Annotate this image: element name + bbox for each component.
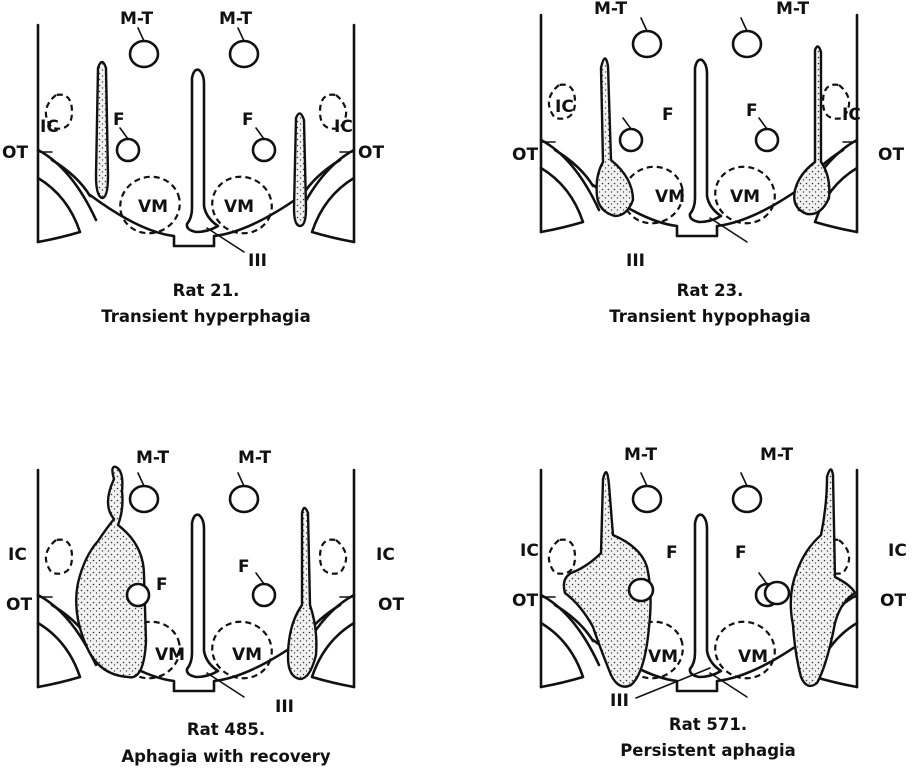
label-ic-right: IC bbox=[376, 545, 395, 565]
label-mt-right: M-T bbox=[760, 445, 793, 465]
lesion-right bbox=[294, 113, 306, 226]
label-mt-left: M-T bbox=[120, 9, 153, 29]
panel-rat-485 bbox=[38, 467, 354, 697]
caption-rat: Rat 23. bbox=[677, 281, 744, 300]
label-mt-left: M-T bbox=[624, 445, 657, 465]
label-iii: III bbox=[275, 697, 294, 717]
label-f-right: F bbox=[746, 101, 758, 121]
label-iii: III bbox=[626, 251, 645, 271]
panel-rat-571 bbox=[541, 469, 857, 697]
label-mt-right: M-T bbox=[776, 0, 809, 19]
label-ic-right: IC bbox=[888, 541, 907, 561]
label-ic-right: IC bbox=[842, 105, 861, 125]
label-f-left: F bbox=[662, 105, 674, 125]
labels-panel-4: M-T M-T F F IC IC OT OT VM VM III Rat 57… bbox=[512, 445, 907, 760]
label-ot-right: OT bbox=[880, 591, 906, 611]
label-vm-left: VM bbox=[655, 187, 685, 207]
label-iii: III bbox=[610, 691, 629, 711]
label-f-right: F bbox=[735, 543, 747, 563]
caption-effect: Transient hyperphagia bbox=[101, 307, 310, 326]
label-mt-left: M-T bbox=[594, 0, 627, 19]
caption-effect: Persistent aphagia bbox=[620, 741, 796, 760]
fornix-overlay-right bbox=[765, 582, 789, 604]
fornix-overlay-left bbox=[629, 579, 653, 601]
panel-rat-21 bbox=[38, 25, 354, 252]
caption-effect: Aphagia with recovery bbox=[121, 747, 331, 766]
label-ot-left: OT bbox=[512, 145, 538, 165]
label-mt-left: M-T bbox=[136, 448, 169, 468]
label-f-left: F bbox=[113, 110, 125, 130]
label-vm-left: VM bbox=[648, 647, 678, 667]
caption-rat: Rat 571. bbox=[669, 715, 747, 734]
label-vm-right: VM bbox=[224, 197, 254, 217]
label-ot-right: OT bbox=[358, 143, 384, 163]
label-ot-right: OT bbox=[878, 145, 904, 165]
label-ic-left: IC bbox=[520, 541, 539, 561]
label-f-left: F bbox=[666, 543, 678, 563]
lesion-right bbox=[791, 469, 855, 685]
label-ic-right: IC bbox=[334, 117, 353, 137]
lesion-right bbox=[288, 508, 316, 679]
label-vm-right: VM bbox=[730, 187, 760, 207]
label-ot-left: OT bbox=[2, 143, 28, 163]
lesion-left bbox=[76, 467, 146, 678]
label-ic-left: IC bbox=[555, 97, 574, 117]
label-ot-left: OT bbox=[512, 591, 538, 611]
label-mt-right: M-T bbox=[238, 448, 271, 468]
label-f-right: F bbox=[242, 110, 254, 130]
label-f-left: F bbox=[156, 575, 168, 595]
fornix-overlay bbox=[127, 584, 149, 606]
label-vm-right: VM bbox=[232, 645, 262, 665]
lesion-right bbox=[794, 46, 829, 214]
label-ot-left: OT bbox=[6, 595, 32, 615]
label-iii: III bbox=[248, 251, 267, 271]
label-ic-left: IC bbox=[8, 545, 27, 565]
lesion-left bbox=[96, 62, 108, 198]
label-vm-left: VM bbox=[138, 197, 168, 217]
label-vm-right: VM bbox=[738, 647, 768, 667]
label-mt-right: M-T bbox=[219, 9, 252, 29]
lesion-left bbox=[597, 58, 633, 216]
panel-rat-23 bbox=[541, 15, 857, 242]
label-f-right: F bbox=[238, 557, 250, 577]
label-ic-left: IC bbox=[40, 117, 59, 137]
caption-rat: Rat 485. bbox=[187, 720, 265, 739]
caption-rat: Rat 21. bbox=[173, 281, 240, 300]
caption-effect: Transient hypophagia bbox=[609, 307, 810, 326]
label-vm-left: VM bbox=[155, 645, 185, 665]
label-ot-right: OT bbox=[378, 595, 404, 615]
